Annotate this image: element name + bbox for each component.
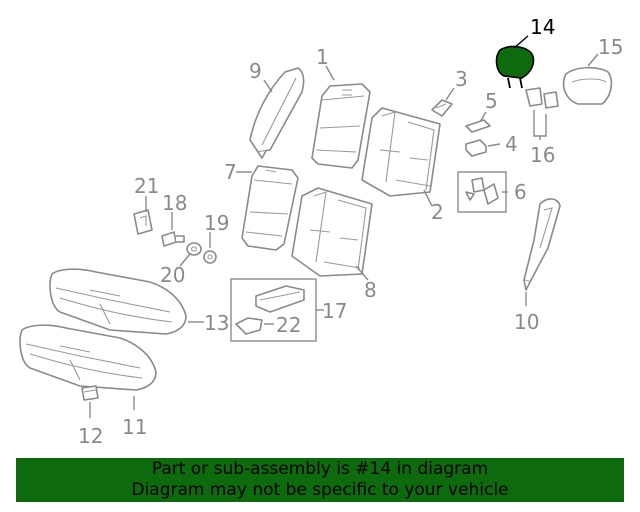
label-1: 1 xyxy=(316,45,329,69)
label-12: 12 xyxy=(78,424,103,448)
part-labels: 9 1 3 5 4 6 7 8 2 10 11 12 13 14 15 16 1… xyxy=(78,15,623,448)
part-6-bracket-set[interactable] xyxy=(457,171,507,213)
part-3-clip[interactable] xyxy=(431,99,453,117)
part-8-seatback-lower-frame[interactable] xyxy=(291,187,373,277)
label-8: 8 xyxy=(364,278,377,302)
part-9-side-bolster[interactable] xyxy=(249,67,305,159)
label-13: 13 xyxy=(204,311,229,335)
part-13-seat-cushion[interactable] xyxy=(49,268,187,335)
label-21: 21 xyxy=(134,174,159,198)
part-20-washer[interactable] xyxy=(186,242,202,256)
label-7: 7 xyxy=(224,160,237,184)
part-16-headrest-guides[interactable] xyxy=(525,87,559,109)
part-2-seatback-frame[interactable] xyxy=(361,107,441,197)
part-1-seatback-left[interactable] xyxy=(311,83,371,169)
leader-lines xyxy=(89,35,599,418)
part-18-bolt[interactable] xyxy=(161,231,185,247)
part-14-headrest[interactable] xyxy=(495,45,535,89)
label-3: 3 xyxy=(455,67,468,91)
label-4: 4 xyxy=(505,132,518,156)
part-4-bracket[interactable] xyxy=(465,139,487,157)
label-11: 11 xyxy=(122,415,147,439)
label-10: 10 xyxy=(514,310,539,334)
banner-line-1: Part or sub-assembly is #14 in diagram xyxy=(151,459,489,479)
part-12-clip[interactable] xyxy=(81,385,99,401)
label-22: 22 xyxy=(276,313,301,337)
label-6: 6 xyxy=(514,180,527,204)
part-5-cover[interactable] xyxy=(465,119,491,133)
label-20: 20 xyxy=(160,263,185,287)
part-22-cup-holder[interactable] xyxy=(235,317,263,335)
part-15-headrest[interactable] xyxy=(562,66,613,105)
part-10-side-trim[interactable] xyxy=(523,198,561,291)
part-17-armrest-assembly[interactable] xyxy=(230,278,317,342)
part-7-seatback-lower-left[interactable] xyxy=(241,165,299,251)
label-5: 5 xyxy=(485,89,498,113)
banner-line-2: Diagram may not be specific to your vehi… xyxy=(131,480,509,500)
info-banner: Part or sub-assembly is #14 in diagram D… xyxy=(16,458,624,502)
label-15: 15 xyxy=(598,35,623,59)
label-2: 2 xyxy=(431,200,444,224)
part-11-seat-cushion[interactable] xyxy=(19,324,157,391)
part-19-washer[interactable] xyxy=(203,250,217,264)
label-18: 18 xyxy=(162,191,187,215)
label-19: 19 xyxy=(204,211,229,235)
label-9: 9 xyxy=(249,59,262,83)
label-16: 16 xyxy=(530,143,555,167)
label-14: 14 xyxy=(530,15,555,39)
part-21-bracket[interactable] xyxy=(133,209,153,235)
label-17: 17 xyxy=(322,299,347,323)
